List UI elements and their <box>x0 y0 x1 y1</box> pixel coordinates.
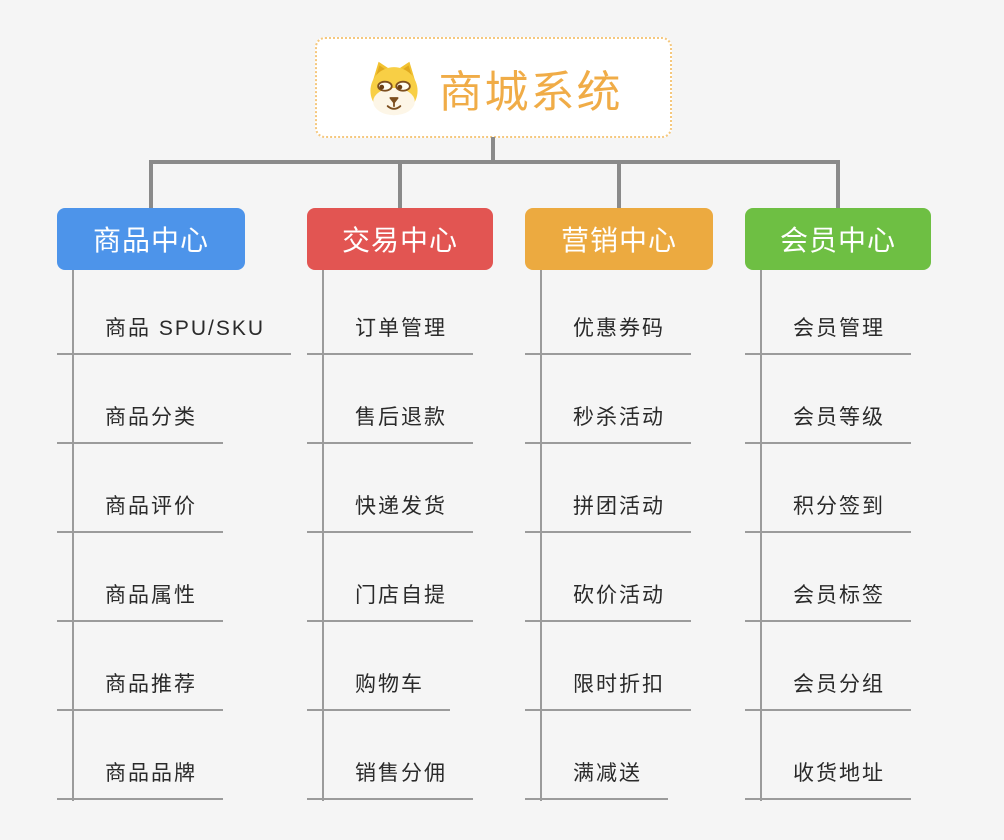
node-coupon-codes[interactable]: 优惠券码 <box>525 315 691 355</box>
node-product-review[interactable]: 商品评价 <box>57 493 223 533</box>
node-flash-sale[interactable]: 秒杀活动 <box>525 404 691 444</box>
node-member-groups[interactable]: 会员分组 <box>745 671 911 711</box>
node-member-management[interactable]: 会员管理 <box>745 315 911 355</box>
node-points-checkin[interactable]: 积分签到 <box>745 493 911 533</box>
node-shipping-address[interactable]: 收货地址 <box>745 760 911 800</box>
branch-header-members[interactable]: 会员中心 <box>745 208 931 270</box>
node-group-buying[interactable]: 拼团活动 <box>525 493 691 533</box>
branch-header-products[interactable]: 商品中心 <box>57 208 245 270</box>
root-node[interactable]: 商城系统 <box>315 37 672 138</box>
node-product-category[interactable]: 商品分类 <box>57 404 223 444</box>
branch-spine-marketing <box>540 270 542 801</box>
node-product-brand[interactable]: 商品品牌 <box>57 760 223 800</box>
node-full-reduction[interactable]: 满减送 <box>525 760 668 800</box>
connector-drop-marketing <box>617 160 621 208</box>
branch-spine-products <box>72 270 74 801</box>
node-aftersale-refund[interactable]: 售后退款 <box>307 404 473 444</box>
node-bargain-activity[interactable]: 砍价活动 <box>525 582 691 622</box>
root-title: 商城系统 <box>438 67 623 117</box>
node-express-delivery[interactable]: 快递发货 <box>307 493 473 533</box>
node-order-management[interactable]: 订单管理 <box>307 315 473 355</box>
connector-drop-trade <box>398 160 402 208</box>
node-store-pickup[interactable]: 门店自提 <box>307 582 473 622</box>
node-limited-discount[interactable]: 限时折扣 <box>525 671 691 711</box>
node-shopping-cart[interactable]: 购物车 <box>307 671 450 711</box>
branch-header-marketing[interactable]: 营销中心 <box>525 208 713 270</box>
node-member-tags[interactable]: 会员标签 <box>745 582 911 622</box>
dog-face-icon <box>369 61 418 115</box>
node-product-spu-sku[interactable]: 商品 SPU/SKU <box>57 315 292 355</box>
node-sales-commission[interactable]: 销售分佣 <box>307 760 473 800</box>
connector-rail <box>149 160 840 164</box>
connector-drop-products <box>149 160 153 208</box>
node-product-attribute[interactable]: 商品属性 <box>57 582 223 622</box>
node-member-level[interactable]: 会员等级 <box>745 404 911 444</box>
connector-drop-members <box>836 160 840 208</box>
branch-header-trade[interactable]: 交易中心 <box>307 208 493 270</box>
branch-spine-trade <box>322 270 324 801</box>
connector-stem <box>491 137 495 164</box>
node-product-recommend[interactable]: 商品推荐 <box>57 671 223 711</box>
branch-spine-members <box>760 270 762 801</box>
